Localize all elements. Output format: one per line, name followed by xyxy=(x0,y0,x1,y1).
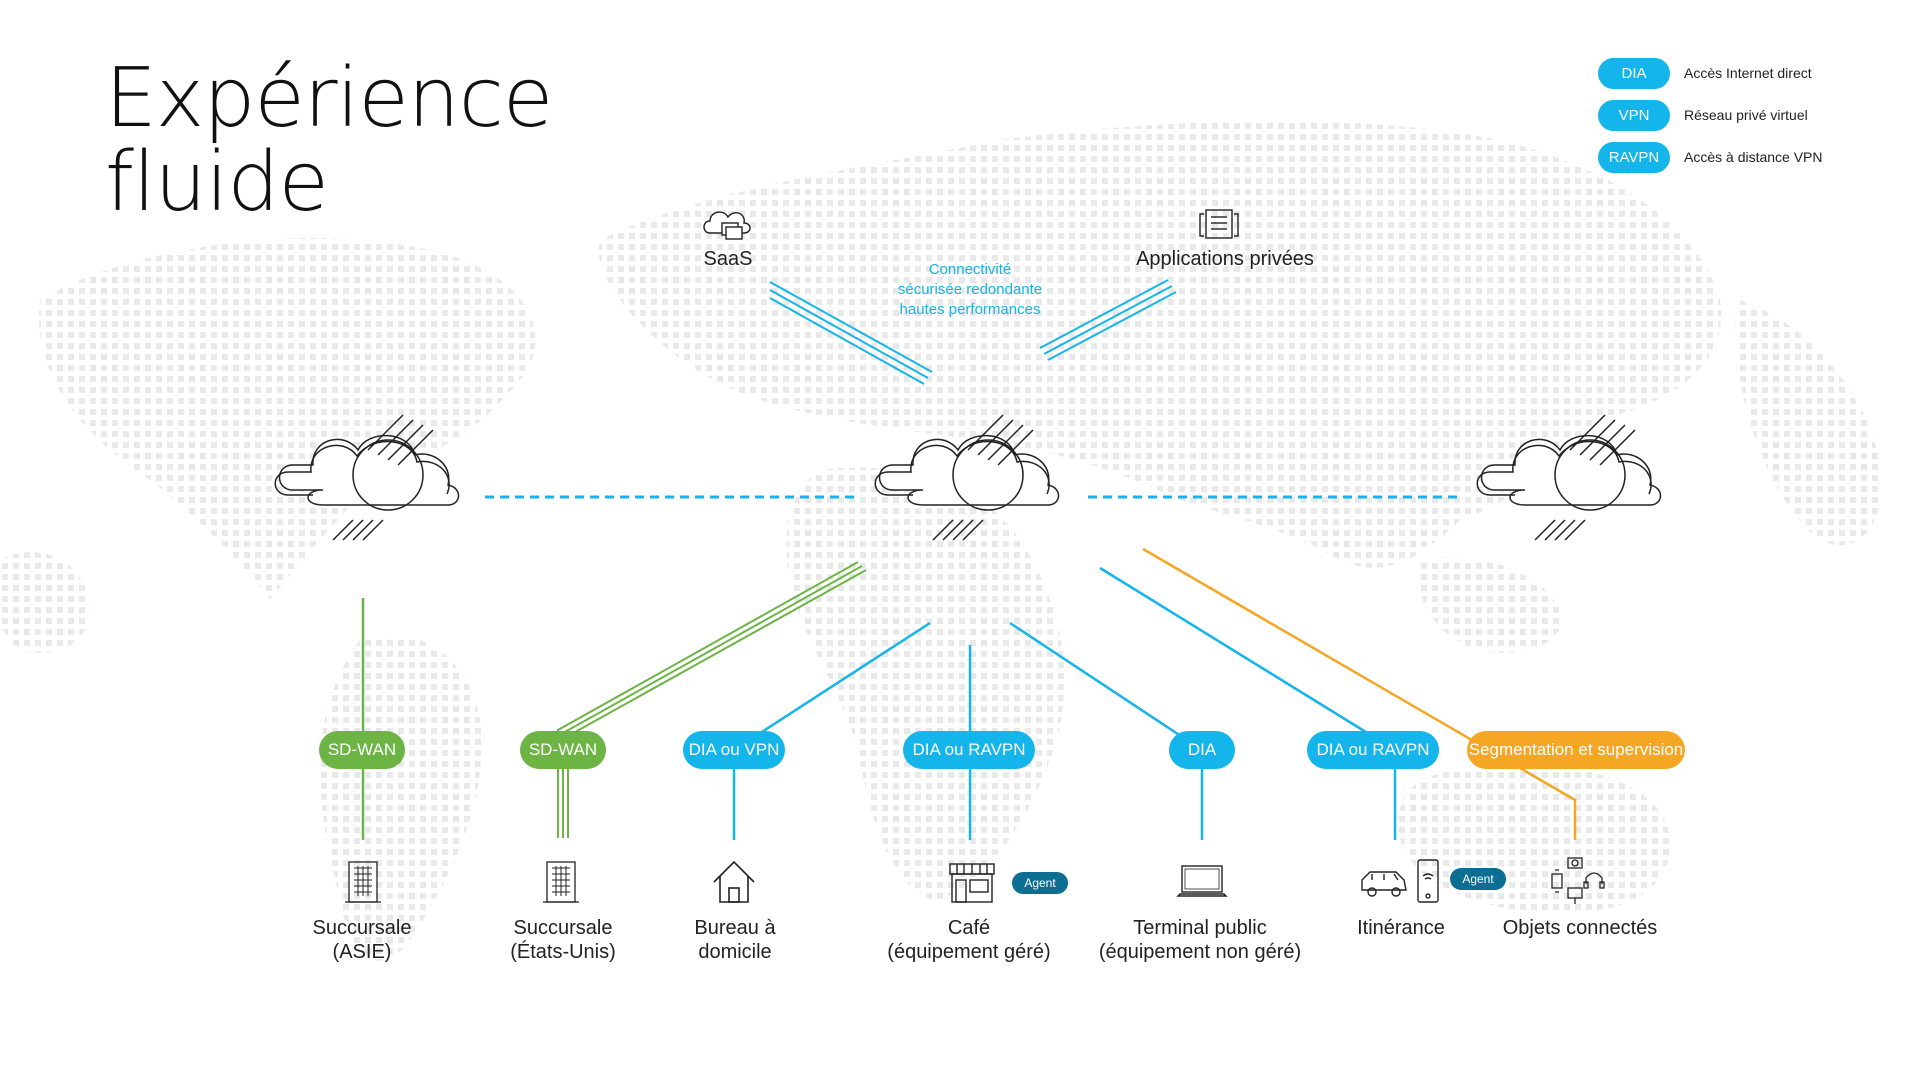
cloud-left xyxy=(274,414,460,541)
legend-badge: RAVPN xyxy=(1598,141,1670,173)
destination-home-office: Bureau à domicile xyxy=(694,916,775,964)
destination-line-2: domicile xyxy=(698,941,772,963)
house-icon xyxy=(713,860,755,903)
destination-line-1: Terminal public xyxy=(1133,917,1267,939)
iot-devices-icon xyxy=(1551,857,1605,904)
agent-badge-roaming: Agent xyxy=(1450,868,1506,890)
destination-line-1: Bureau à xyxy=(694,917,776,939)
world-map-background xyxy=(0,121,1882,961)
connection-badge-cafe: DIA ou RAVPN xyxy=(903,731,1035,769)
destination-line-1: Succursale xyxy=(513,917,613,939)
destination-line-2: (équipement géré) xyxy=(887,941,1051,963)
private-apps-label: Applications privées xyxy=(1136,248,1314,270)
connection-badge-roaming: DIA ou RAVPN xyxy=(1307,731,1439,769)
connection-badge-terminal: DIA xyxy=(1169,731,1235,769)
legend-label: Réseau privé virtuel xyxy=(1684,107,1808,123)
server-rack-icon xyxy=(1199,209,1239,239)
destination-roaming: Itinérance xyxy=(1357,916,1445,940)
title-line-1: Expérience xyxy=(105,51,553,146)
connection-badge-sdwan-asia: SD-WAN xyxy=(319,731,405,769)
legend-item: VPN Réseau privé virtuel xyxy=(1598,99,1823,131)
cloud-center xyxy=(874,414,1060,541)
connectivity-note: Connectivité sécurisée redondante hautes… xyxy=(898,260,1042,320)
title-line-2: fluide xyxy=(105,135,329,230)
legend-item: RAVPN Accès à distance VPN xyxy=(1598,141,1823,173)
saas-connection xyxy=(769,281,933,385)
destination-branch-usa: Succursale (États-Unis) xyxy=(510,916,616,964)
connection-badge-home: DIA ou VPN xyxy=(683,731,785,769)
legend-item: DIA Accès Internet direct xyxy=(1598,57,1823,89)
building-icon-usa xyxy=(543,861,579,903)
destination-line-2: (États-Unis) xyxy=(510,941,616,963)
car-phone-icon xyxy=(1361,859,1439,903)
destination-line-1: Objets connectés xyxy=(1502,917,1658,939)
destination-line-1: Itinérance xyxy=(1357,917,1445,939)
destination-iot: Objets connectés xyxy=(1503,916,1658,940)
connectivity-note-line: hautes performances xyxy=(899,301,1041,318)
cloud-right xyxy=(1476,414,1662,541)
destination-line-2: (ASIE) xyxy=(332,941,392,963)
building-icon-asia xyxy=(345,861,381,903)
page-title: Expérience fluide xyxy=(105,51,553,230)
storefront-icon xyxy=(949,863,995,903)
destination-line-2: (équipement non géré) xyxy=(1098,941,1302,963)
link-iot xyxy=(1142,547,1577,840)
legend-label: Accès Internet direct xyxy=(1684,65,1812,81)
legend-badge: VPN xyxy=(1598,99,1670,131)
connection-badge-sdwan-usa: SD-WAN xyxy=(520,731,606,769)
connectivity-note-line: Connectivité xyxy=(928,261,1012,278)
private-apps-connection xyxy=(1039,279,1177,361)
legend-badge: DIA xyxy=(1598,57,1670,89)
laptop-icon xyxy=(1176,865,1228,897)
destination-public-terminal: Terminal public (équipement non géré) xyxy=(1099,916,1301,964)
saas-icon xyxy=(703,211,751,240)
connection-badge-iot: Segmentation et supervision xyxy=(1467,731,1685,769)
agent-badge-cafe: Agent xyxy=(1012,872,1068,894)
legend: DIA Accès Internet direct VPN Réseau pri… xyxy=(1598,57,1823,183)
destination-cafe: Café (équipement géré) xyxy=(887,916,1050,964)
legend-label: Accès à distance VPN xyxy=(1684,149,1823,165)
connectivity-note-line: sécurisée redondante xyxy=(897,281,1043,298)
saas-label: SaaS xyxy=(703,248,753,270)
destination-line-1: Café xyxy=(947,917,991,939)
destination-line-1: Succursale xyxy=(312,917,412,939)
destination-branch-asia: Succursale (ASIE) xyxy=(313,916,412,964)
